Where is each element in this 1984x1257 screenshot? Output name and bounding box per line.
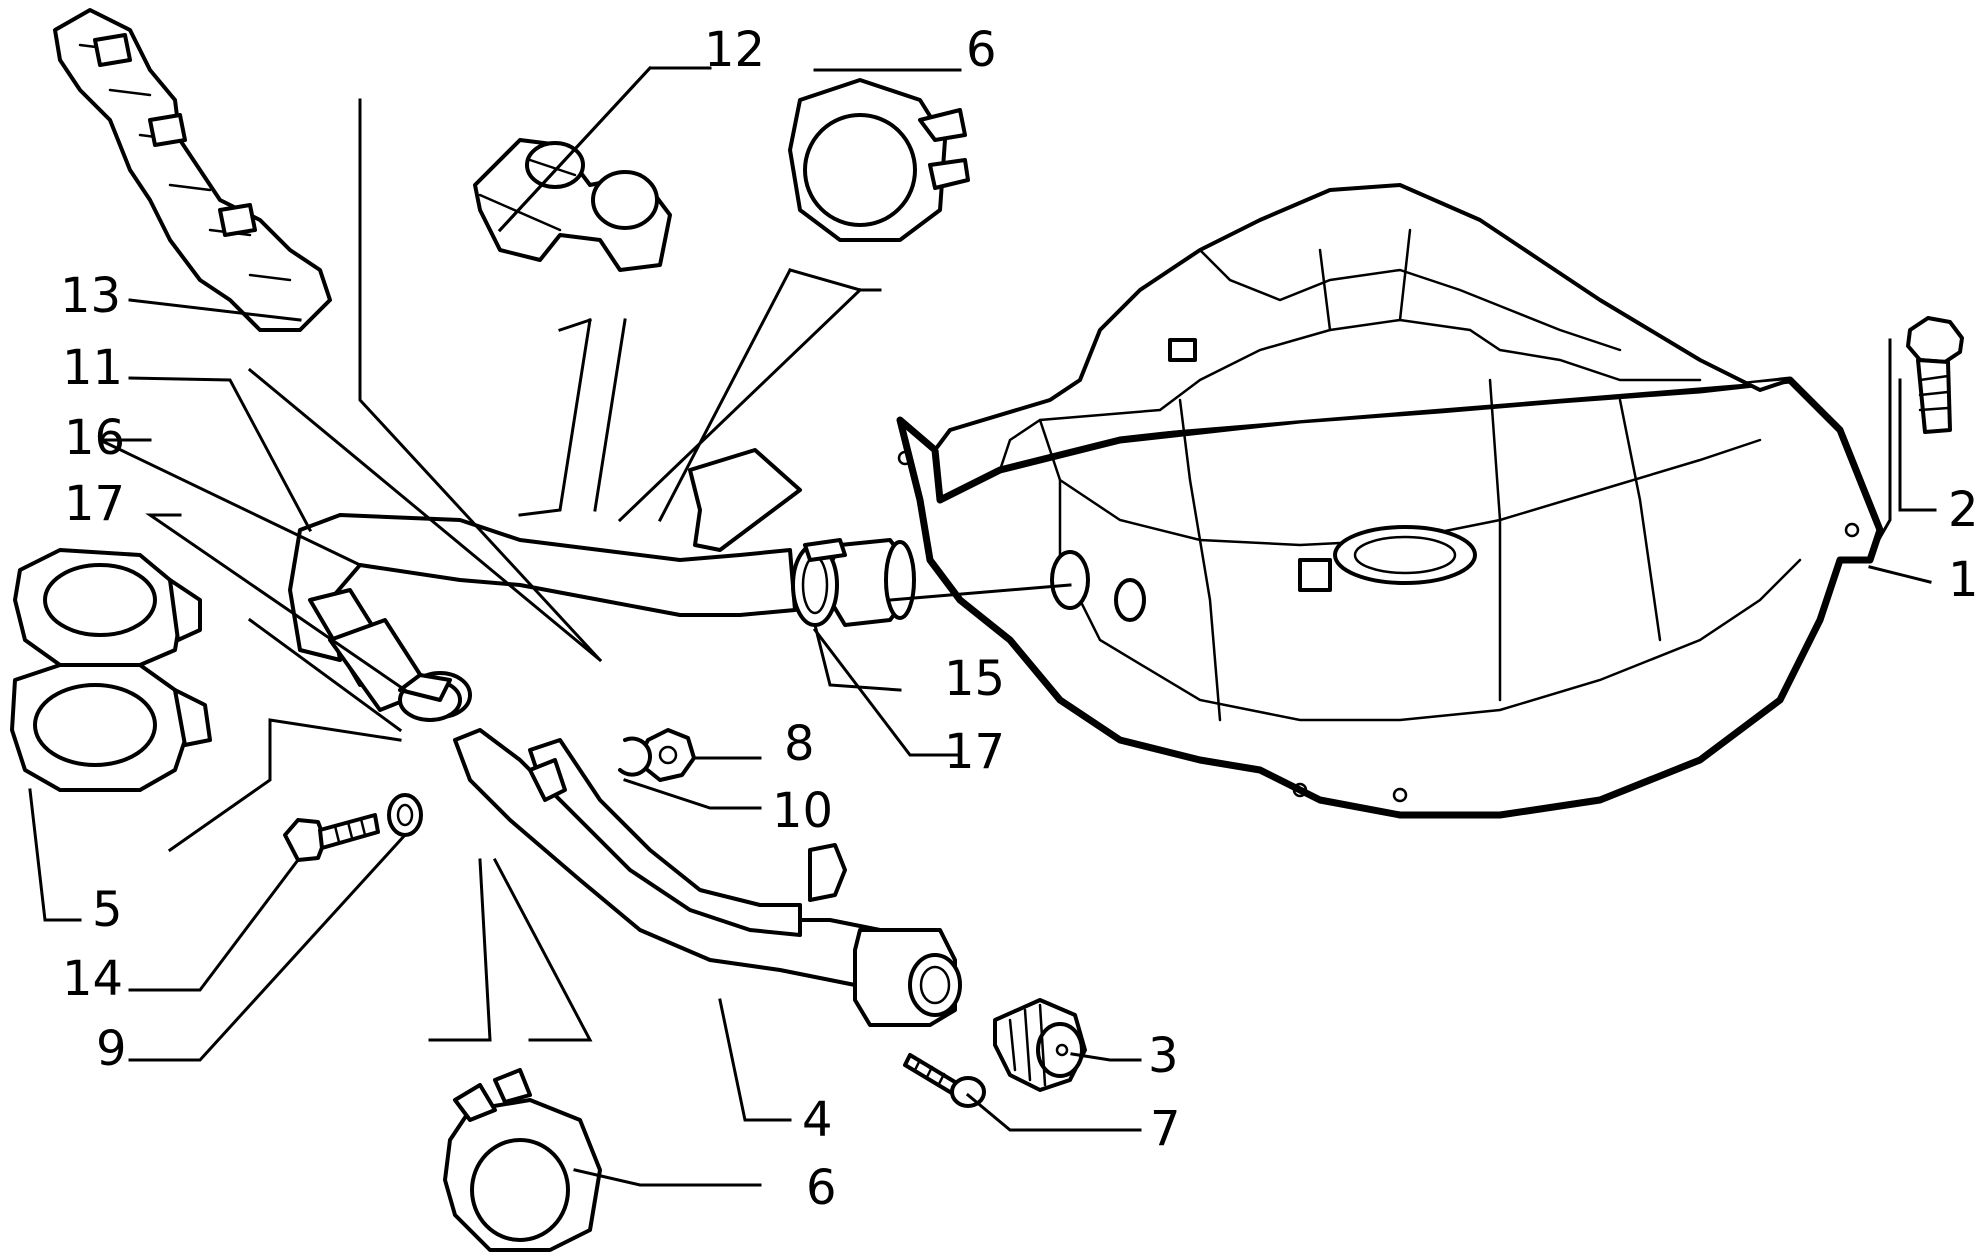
callout-13: 13 (60, 268, 122, 324)
bracket-clip-12 (473, 138, 672, 272)
callout-11: 11 (62, 340, 124, 396)
multi-clip-strip-13 (53, 8, 332, 332)
callout-3: 3 (1148, 1028, 1179, 1084)
callout-8: 8 (784, 716, 815, 772)
callout-14: 14 (62, 951, 124, 1007)
callout-17-left: 17 (64, 476, 126, 532)
hose-clip-17-right (791, 538, 847, 627)
callout-6-top: 6 (966, 22, 997, 78)
callout-10: 10 (772, 783, 834, 839)
callout-15: 15 (944, 651, 1006, 707)
filler-pipe (453, 728, 962, 1027)
callout-12: 12 (704, 22, 766, 78)
callout-5: 5 (92, 882, 123, 938)
fuel-tank (896, 183, 1884, 819)
bolt (1906, 316, 1964, 434)
callout-17-right: 17 (944, 724, 1006, 780)
callout-7: 7 (1150, 1101, 1181, 1157)
callout-4: 4 (802, 1092, 833, 1148)
callout-9: 9 (96, 1021, 127, 1077)
vent-hose (288, 448, 802, 719)
hose-clip-17-left (398, 673, 462, 722)
clip-6-bottom (443, 1068, 602, 1252)
callout-1: 1 (1948, 552, 1979, 608)
screw (903, 1053, 986, 1108)
clip-6-top (788, 78, 970, 242)
washer (387, 793, 423, 837)
leader-lines (28, 65, 1937, 1187)
bolt-14 (283, 813, 380, 862)
retaining-clip (618, 736, 652, 777)
double-clamp (10, 548, 212, 792)
callout-6-bottom: 6 (806, 1160, 837, 1216)
callout-2: 2 (1948, 482, 1979, 538)
callout-16: 16 (64, 410, 126, 466)
filler-cap (993, 998, 1087, 1092)
